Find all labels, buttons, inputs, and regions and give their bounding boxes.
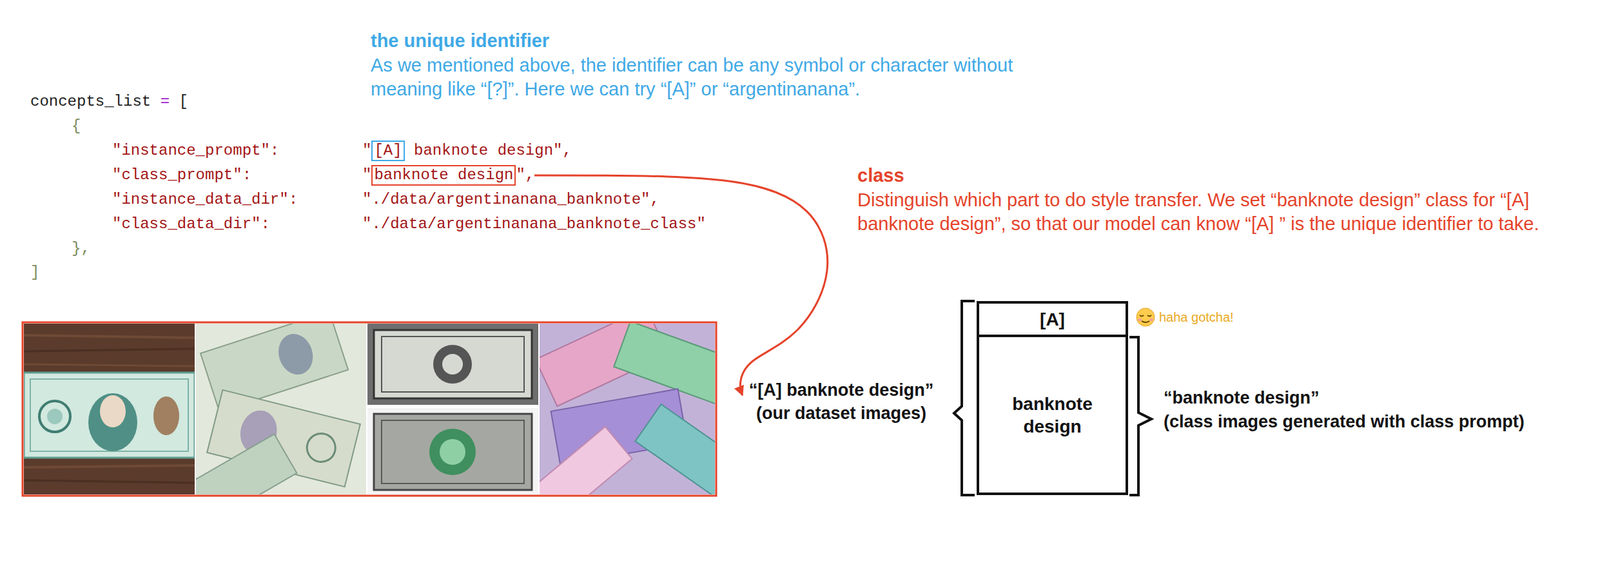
diagram-label: (class images generated with class promp… [1163,411,1525,432]
dataset-image-wood-note-part [23,364,195,367]
identifier-highlight: [A] [371,140,405,162]
scattered-note-part [273,329,318,380]
code-string: "./data/argentinanana_banknote", [362,190,660,210]
relieved-face-icon-part [1147,315,1152,317]
pastel-note [634,404,715,495]
diagram-label: “[A] banknote design” [749,379,935,401]
dataset-image-green-note-part [429,428,476,476]
identifier-box: [A] [976,301,1129,338]
dataset-image-wood-note-part [23,372,195,458]
dataset-image-wood-note-part [30,379,189,452]
dataset-image-wood-note-part [153,396,180,436]
code-token: { [71,117,81,137]
note-heading: class [857,164,905,187]
dataset-image-grey-note-part [381,336,525,392]
code-token: " [362,141,372,161]
leader-arrow [515,175,828,396]
code-string: "./data/argentinanana_banknote_class" [362,215,706,235]
dataset-image-wood-note-part [23,348,195,352]
box-text: banknote design [986,392,1118,438]
class-highlight: banknote design [371,165,516,187]
code-token: = [160,92,170,112]
dataset-image-grey-note [367,323,539,405]
dataset-image-wood-note-part [23,335,195,338]
dataset-image-wood-note-part [99,395,126,428]
dataset-image-wood-note-part [39,400,71,432]
image-strip-frame [22,322,717,496]
pastel-note [539,426,633,495]
scattered-note-part [304,430,339,465]
dataset-image-green-note-part [373,413,532,490]
dataset-image-grey-note-part [442,353,463,375]
diagram-label: “banknote design” [1163,387,1320,409]
relieved-face-icon [1136,308,1155,327]
dataset-image-wood-note [23,323,195,495]
dataset-image-grey-note-part [367,323,539,405]
pastel-note-part [634,404,715,495]
right-bracket [1129,337,1152,496]
relieved-face-icon-part [1137,318,1142,322]
code-token: ] [30,263,40,283]
relieved-face-icon-part [1141,321,1150,323]
dataset-image-wood-note-part [47,408,63,425]
code-string: banknote design", [413,141,572,161]
code-token: [ [178,92,188,112]
dataset-image-grey-note-part [433,344,472,384]
dataset-image-green-note-part [367,408,539,495]
code-key: "instance_data_dir": [112,190,298,210]
pastel-note-part [539,426,633,495]
box-text: banknote design [373,166,514,186]
scattered-note-part [195,433,297,495]
dataset-image-wood-note-part [23,480,195,483]
dataset-image-pastel-notes [539,323,715,495]
box-text: [A] [1039,308,1065,331]
code-token: ", [515,166,535,186]
diagram-label: (our dataset images) [756,402,927,424]
code-token: }, [71,239,91,259]
dataset-image-green-note-part [439,439,466,465]
dataset-image-wood-note-part [23,465,195,468]
dataset-image-grey-note-part [373,330,532,399]
relieved-face-icon-part [1149,318,1154,322]
box-text: [A] [373,141,402,161]
dataset-image-green-note-part [381,420,525,484]
class-box: banknote design [976,337,1129,496]
relieved-face-icon-part [1139,315,1144,317]
dataset-image-wood-note-part [88,393,138,452]
note-text: Distinguish which part to do style trans… [857,188,1541,236]
aside-note: haha gotcha! [1159,309,1234,325]
code-token: " [362,166,372,186]
code-key: "instance_prompt": [112,141,280,161]
relieved-face-icon-part [1136,308,1155,327]
dataset-image-wood-note-part [23,323,195,495]
code-key: "class_data_dir": [112,215,271,235]
left-bracket [954,301,975,496]
scattered-note [195,433,297,495]
note-heading: the unique identifier [370,29,550,53]
code-key: "class_prompt": [112,166,252,186]
code-token: concepts_list [30,92,151,112]
dataset-image-green-note [367,408,539,495]
note-text: As we mentioned above, the identifier ca… [370,53,1035,102]
dataset-image-scattered-notes [195,323,367,495]
